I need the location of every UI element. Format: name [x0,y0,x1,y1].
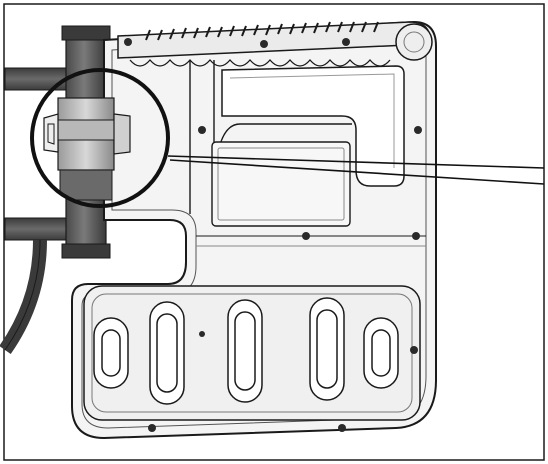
pipe-clamp [43,97,131,201]
callout-circle [30,68,170,208]
mounting-bracket [71,20,437,440]
label-plate [211,141,351,227]
handle-grip-ridges [145,21,379,41]
screws [124,38,422,432]
callout-leader-lines [167,155,545,185]
oval-slots [93,297,399,405]
